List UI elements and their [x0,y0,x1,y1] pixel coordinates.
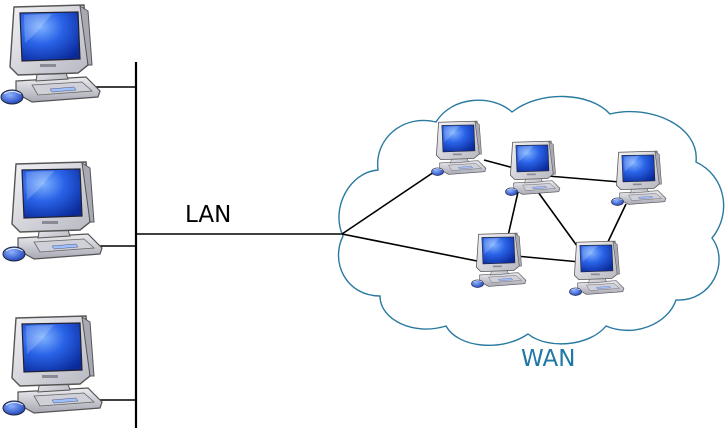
lan-computer-2 [2,161,103,262]
wan-cloud [337,95,725,346]
wan-node-2 [505,140,561,196]
wan-node-3 [611,150,667,206]
desktop-computer-icon [569,240,625,296]
wan-node-1 [431,120,487,176]
wan-label: WAN [521,346,575,372]
wan-links [341,159,627,263]
desktop-computer-icon [2,315,103,416]
desktop-computer-icon [611,150,667,206]
desktop-computer-icon [505,140,561,196]
desktop-computer-icon [431,120,487,176]
lan-label: LAN [185,202,231,228]
wan-node-4 [471,232,527,288]
lan-computer-1 [0,4,101,105]
lan-computer-3 [2,315,103,416]
desktop-computer-icon [2,161,103,262]
wan-node-5 [569,240,625,296]
desktop-computer-icon [471,232,527,288]
desktop-computer-icon [0,4,101,105]
